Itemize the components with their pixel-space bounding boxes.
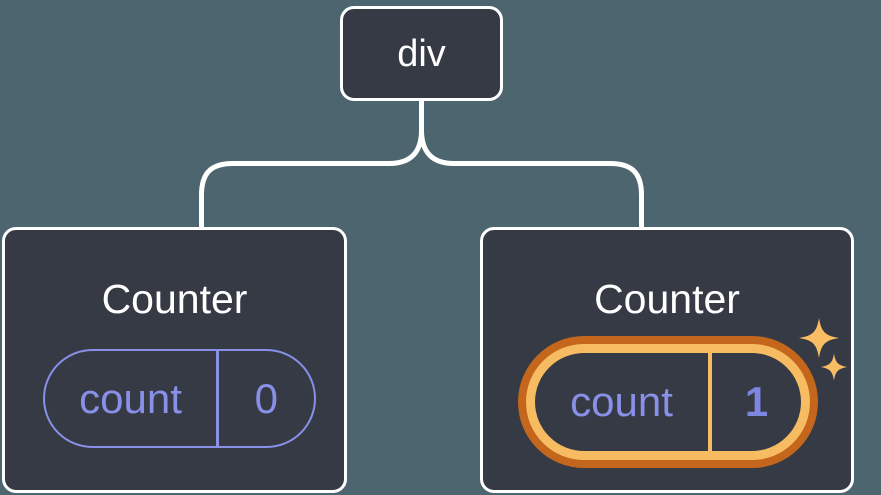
connector-right-branch bbox=[419, 101, 644, 228]
state-pill-divider bbox=[216, 351, 219, 446]
sparkle-large-icon bbox=[799, 318, 839, 358]
state-value: 0 bbox=[254, 374, 278, 422]
counter-left-title: Counter bbox=[101, 276, 248, 322]
state-pill-divider bbox=[708, 353, 712, 451]
state-value: 1 bbox=[744, 378, 769, 425]
state-pill-left: count 0 bbox=[43, 349, 316, 448]
counter-node-left: Counter count 0 bbox=[2, 227, 347, 493]
state-key-label: count bbox=[79, 374, 182, 422]
connector-left-branch bbox=[199, 101, 424, 228]
counter-right-title: Counter bbox=[594, 276, 740, 322]
state-key-label: count bbox=[570, 378, 673, 425]
state-pill-gold-ring: count 1 bbox=[526, 344, 810, 460]
root-node-label: div bbox=[397, 32, 446, 75]
state-pill-right-highlighted: count 1 bbox=[518, 336, 818, 468]
sparkles-decoration bbox=[799, 318, 848, 381]
sparkle-small-icon bbox=[820, 353, 848, 381]
state-pill-right-inner: count 1 bbox=[535, 353, 801, 451]
root-node-div: div bbox=[340, 6, 503, 101]
counter-node-right: Counter count 1 bbox=[480, 227, 854, 493]
